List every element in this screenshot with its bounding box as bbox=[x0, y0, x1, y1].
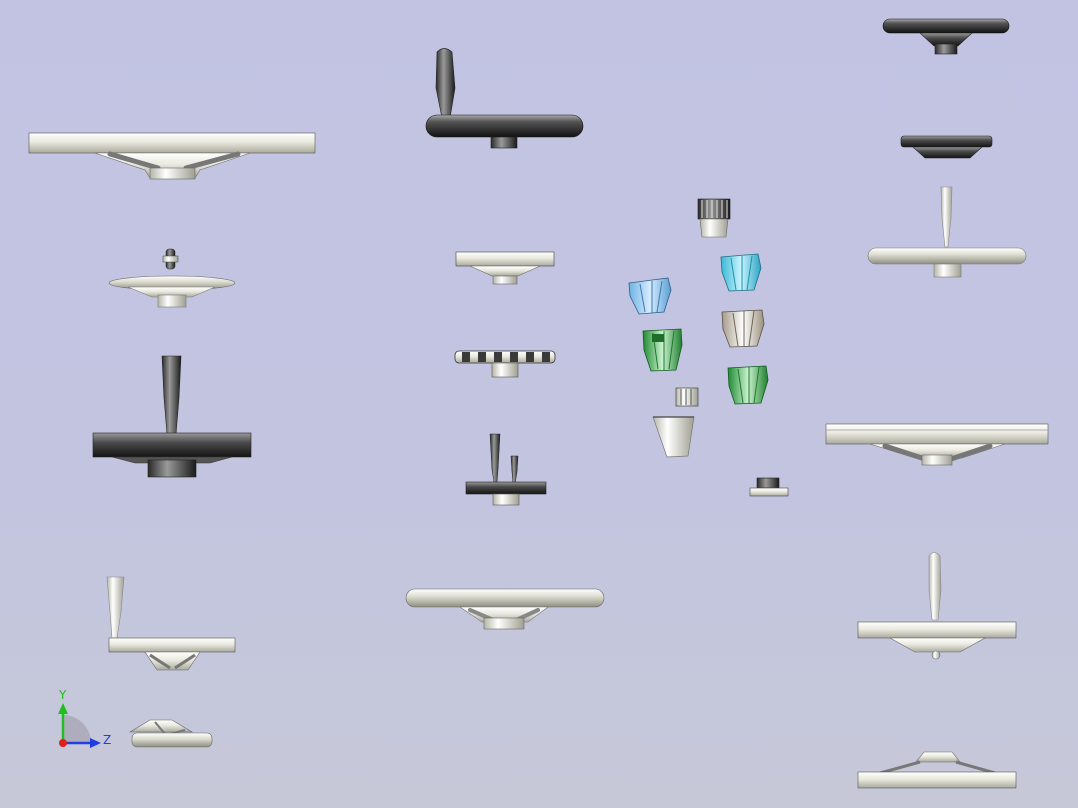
beige-fluted-knob[interactable] bbox=[721, 309, 765, 348]
small-disc-handwheel[interactable] bbox=[455, 251, 555, 285]
triad-y-label: Y bbox=[59, 688, 67, 702]
large-flat-spoked-handwheel[interactable] bbox=[28, 132, 316, 180]
orientation-triad bbox=[58, 703, 101, 748]
black-steering-handwheel[interactable] bbox=[882, 18, 1010, 55]
knurled-cylinder-knob[interactable] bbox=[697, 198, 731, 238]
black-crank-handwheel[interactable] bbox=[425, 48, 584, 149]
small-dish-handwheel[interactable] bbox=[128, 719, 213, 748]
triad-x-origin bbox=[59, 739, 67, 747]
handwheel-with-vertical-white-pin[interactable] bbox=[867, 186, 1027, 278]
small-handwheel-with-pin[interactable] bbox=[108, 248, 236, 308]
triad-arc bbox=[63, 715, 91, 743]
knurled-rim-handwheel[interactable] bbox=[454, 350, 556, 378]
triad-y-arrow bbox=[58, 703, 68, 714]
light-blue-fluted-knob[interactable] bbox=[628, 277, 672, 315]
small-knurled-ring[interactable] bbox=[675, 387, 699, 407]
large-flat-handwheel-right[interactable] bbox=[825, 423, 1049, 466]
flat-handwheel-bottom-right[interactable] bbox=[857, 751, 1017, 789]
handwheel-with-tall-white-handle[interactable] bbox=[857, 552, 1017, 660]
small-hex-nut-knob[interactable] bbox=[749, 477, 789, 497]
green-fluted-knob-b[interactable] bbox=[727, 365, 769, 405]
black-disc-with-two-pins[interactable] bbox=[465, 433, 547, 506]
triad-z-arrow bbox=[90, 738, 101, 748]
green-fluted-knob-a[interactable] bbox=[642, 328, 683, 372]
white-tapered-knob[interactable] bbox=[652, 416, 695, 458]
black-scalloped-knob[interactable] bbox=[900, 135, 993, 159]
large-torus-rim-handwheel[interactable] bbox=[405, 588, 605, 630]
cyan-fluted-knob[interactable] bbox=[720, 253, 762, 292]
handwheel-with-white-crank-handle[interactable] bbox=[106, 576, 236, 671]
triad-z-label: Z bbox=[103, 733, 112, 747]
black-handwheel-with-tall-handle[interactable] bbox=[92, 355, 252, 478]
